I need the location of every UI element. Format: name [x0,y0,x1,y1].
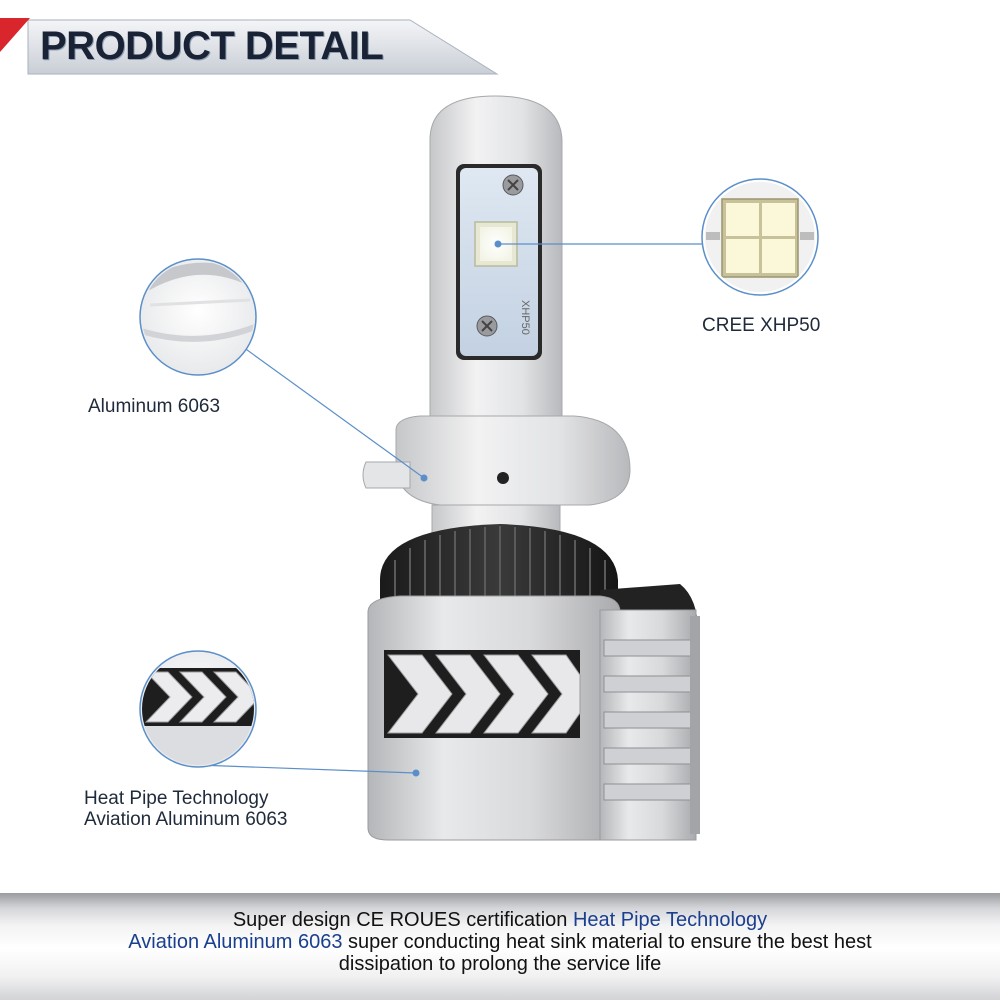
banner-shape [0,18,499,75]
chip-marking-text: XHP50 [519,300,531,335]
red-corner-accent [0,18,30,52]
callout-lines [197,243,706,774]
bulb-collar [362,415,631,544]
heatsink-zoom-circle [139,650,257,768]
header-banner: PRODUCT DETAIL [0,18,500,76]
page-title: PRODUCT DETAIL [40,24,384,68]
footer-line-1-highlight: Heat Pipe Technology [572,909,768,931]
footer-description-band: Super design CE ROUES certification Heat… [0,893,1000,1000]
aluminum-6063-label: Aluminum 6063 [88,396,221,417]
footer-line-2-highlight: Aviation Aluminum 6063 [128,931,343,953]
footer-line-2-text: super conducting heat sink material to e… [342,931,872,953]
footer-description: Super design CE ROUES certification Heat… [0,909,1000,975]
footer-line-1-text: Super design CE ROUES certification [232,909,573,931]
bulb-head: XHP50 [429,95,563,441]
aluminum-zoom-circle [139,258,257,376]
footer-line-1: Super design CE ROUES certification Heat… [0,909,1000,931]
heat-pipe-label-line1: Heat Pipe Technology [84,788,269,809]
footer-line-3: dissipation to prolong the service life [338,953,662,975]
heat-pipe-label-line2: Aviation Aluminum 6063 [84,809,288,830]
cree-xhp50-label: CREE XHP50 [702,315,821,336]
footer-line-2: Aviation Aluminum 6063 super conducting … [0,931,1000,953]
callout-dots [412,240,502,777]
heat-pipe-label: Heat Pipe Technology Aviation Aluminum 6… [84,788,288,830]
heat-sink-base [367,595,700,841]
cree-chip-zoom-circle [701,178,819,296]
